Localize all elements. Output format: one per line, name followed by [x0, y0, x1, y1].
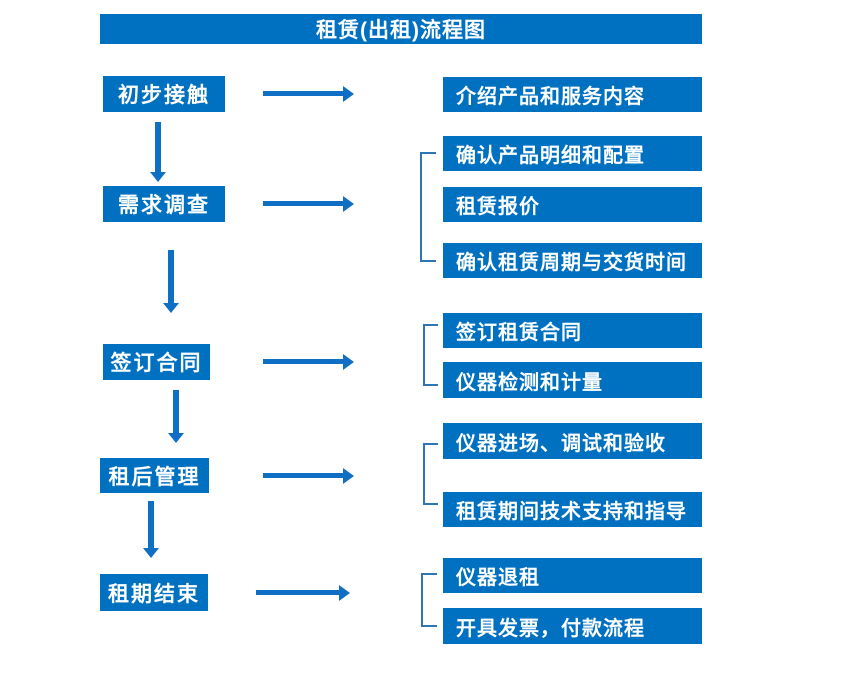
right-arrow-icon — [256, 590, 339, 595]
flowchart-title: 租赁(出租)流程图 — [100, 14, 702, 44]
down-arrow-icon — [168, 250, 174, 303]
down-arrow-icon — [155, 122, 161, 172]
step-demand-survey: 需求调查 — [103, 186, 225, 222]
output-instrument-return: 仪器退租 — [443, 558, 702, 593]
output-rental-quotation: 租赁报价 — [443, 187, 702, 222]
step-sign-contract: 签订合同 — [103, 344, 210, 380]
right-arrow-icon — [263, 359, 343, 364]
output-instrument-testing: 仪器检测和计量 — [443, 362, 702, 398]
right-arrow-icon — [263, 473, 343, 478]
step-post-rental-management: 租后管理 — [100, 458, 209, 493]
down-arrow-icon — [173, 390, 179, 433]
step-initial-contact: 初步接触 — [103, 76, 225, 112]
down-arrow-icon — [148, 501, 154, 548]
output-confirm-rental-period: 确认租赁周期与交货时间 — [443, 243, 702, 278]
output-invoice-payment: 开具发票，付款流程 — [443, 608, 702, 644]
step-rental-end: 租期结束 — [100, 574, 208, 611]
output-instrument-setup: 仪器进场、调试和验收 — [443, 423, 702, 459]
output-technical-support: 租赁期间技术支持和指导 — [443, 492, 702, 527]
group-bracket — [423, 443, 438, 505]
right-arrow-icon — [263, 91, 343, 96]
output-confirm-product-details: 确认产品明细和配置 — [443, 136, 702, 171]
group-bracket — [421, 573, 437, 627]
right-arrow-icon — [263, 201, 343, 206]
output-introduce-products: 介绍产品和服务内容 — [443, 77, 702, 112]
output-sign-rental-contract: 签订租赁合同 — [443, 313, 702, 348]
group-bracket — [420, 152, 436, 262]
group-bracket — [423, 324, 438, 386]
